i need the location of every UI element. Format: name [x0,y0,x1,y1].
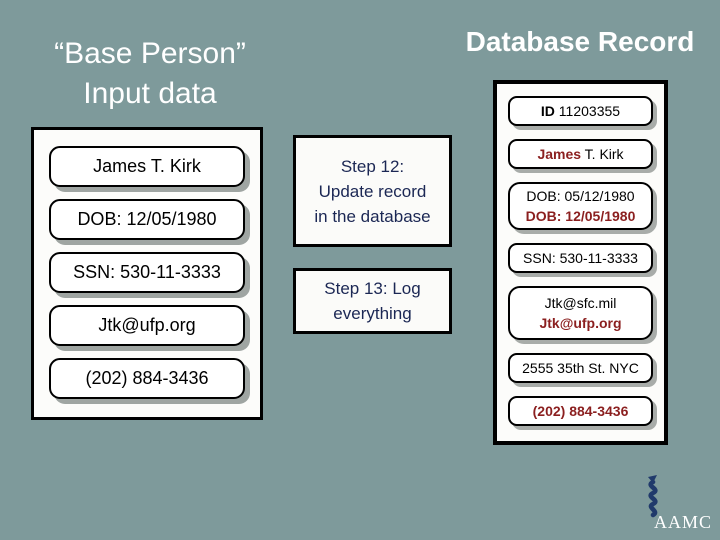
record-id-label: ID [540,103,555,119]
step-12-line-2: Update record [318,181,427,201]
record-dob-old: DOB: 05/12/1980 [526,188,635,204]
record-pill-id: ID 11203355 [508,96,653,126]
step-12-line-1: Step 12: [340,156,405,176]
input-pill-phone: (202) 884-3436 [49,358,245,399]
record-id-value: 11203355 [554,103,621,119]
input-pill-ssn: SSN: 530-11-3333 [49,252,245,293]
input-data-box: James T. Kirk DOB: 12/05/1980 SSN: 530-1… [31,127,263,420]
record-email-old: Jtk@sfc.mil [544,295,617,311]
record-dob-new: DOB: 12/05/1980 [525,208,636,224]
step-12-line-3: in the database [314,206,431,226]
record-name-line: James T. Kirk [537,144,623,164]
step-13-box: Step 13: Log everything [293,268,452,334]
record-ssn-value: SSN: 530-11-3333 [523,250,638,266]
record-email-new: Jtk@ufp.org [539,315,622,331]
step-13-line-1: Step 13: Log [324,279,421,298]
input-pill-dob: DOB: 12/05/1980 [49,199,245,240]
step-12-box: Step 12: Update record in the database [293,135,452,247]
record-phone-value: (202) 884-3436 [532,403,629,419]
input-email-label: Jtk@ufp.org [98,315,196,335]
input-dob-label: DOB: 12/05/1980 [77,209,217,229]
input-pill-email: Jtk@ufp.org [49,305,245,346]
record-pill-address: 2555 35th St. NYC [508,353,653,383]
record-name-highlight: James [537,146,582,162]
record-pill-ssn: SSN: 530-11-3333 [508,243,653,273]
input-name-label: James T. Kirk [93,156,201,176]
page-title: “Base Person” Input data [28,34,272,114]
record-pill-phone: (202) 884-3436 [508,396,653,426]
record-pill-dob: DOB: 05/12/1980 DOB: 12/05/1980 [508,182,653,230]
aamc-logo: AAMC [641,474,717,534]
input-ssn-label: SSN: 530-11-3333 [73,262,221,282]
record-address-value: 2555 35th St. NYC [522,360,639,376]
input-phone-label: (202) 884-3436 [85,368,209,388]
record-pill-name: James T. Kirk [508,139,653,169]
record-pill-email: Jtk@sfc.mil Jtk@ufp.org [508,286,653,340]
title-line-1: “Base Person” [54,37,246,70]
record-name-rest: T. Kirk [581,146,624,162]
record-id-line: ID 11203355 [541,101,620,121]
database-record-box: ID 11203355 James T. Kirk DOB: 05/12/198… [493,80,668,445]
input-pill-name: James T. Kirk [49,146,245,187]
database-record-title: Database Record [465,26,695,57]
title-line-2: Input data [83,77,217,110]
aamc-logo-text: AAMC [654,512,713,532]
step-13-line-2: everything [333,304,412,323]
caduceus-icon [648,475,658,518]
